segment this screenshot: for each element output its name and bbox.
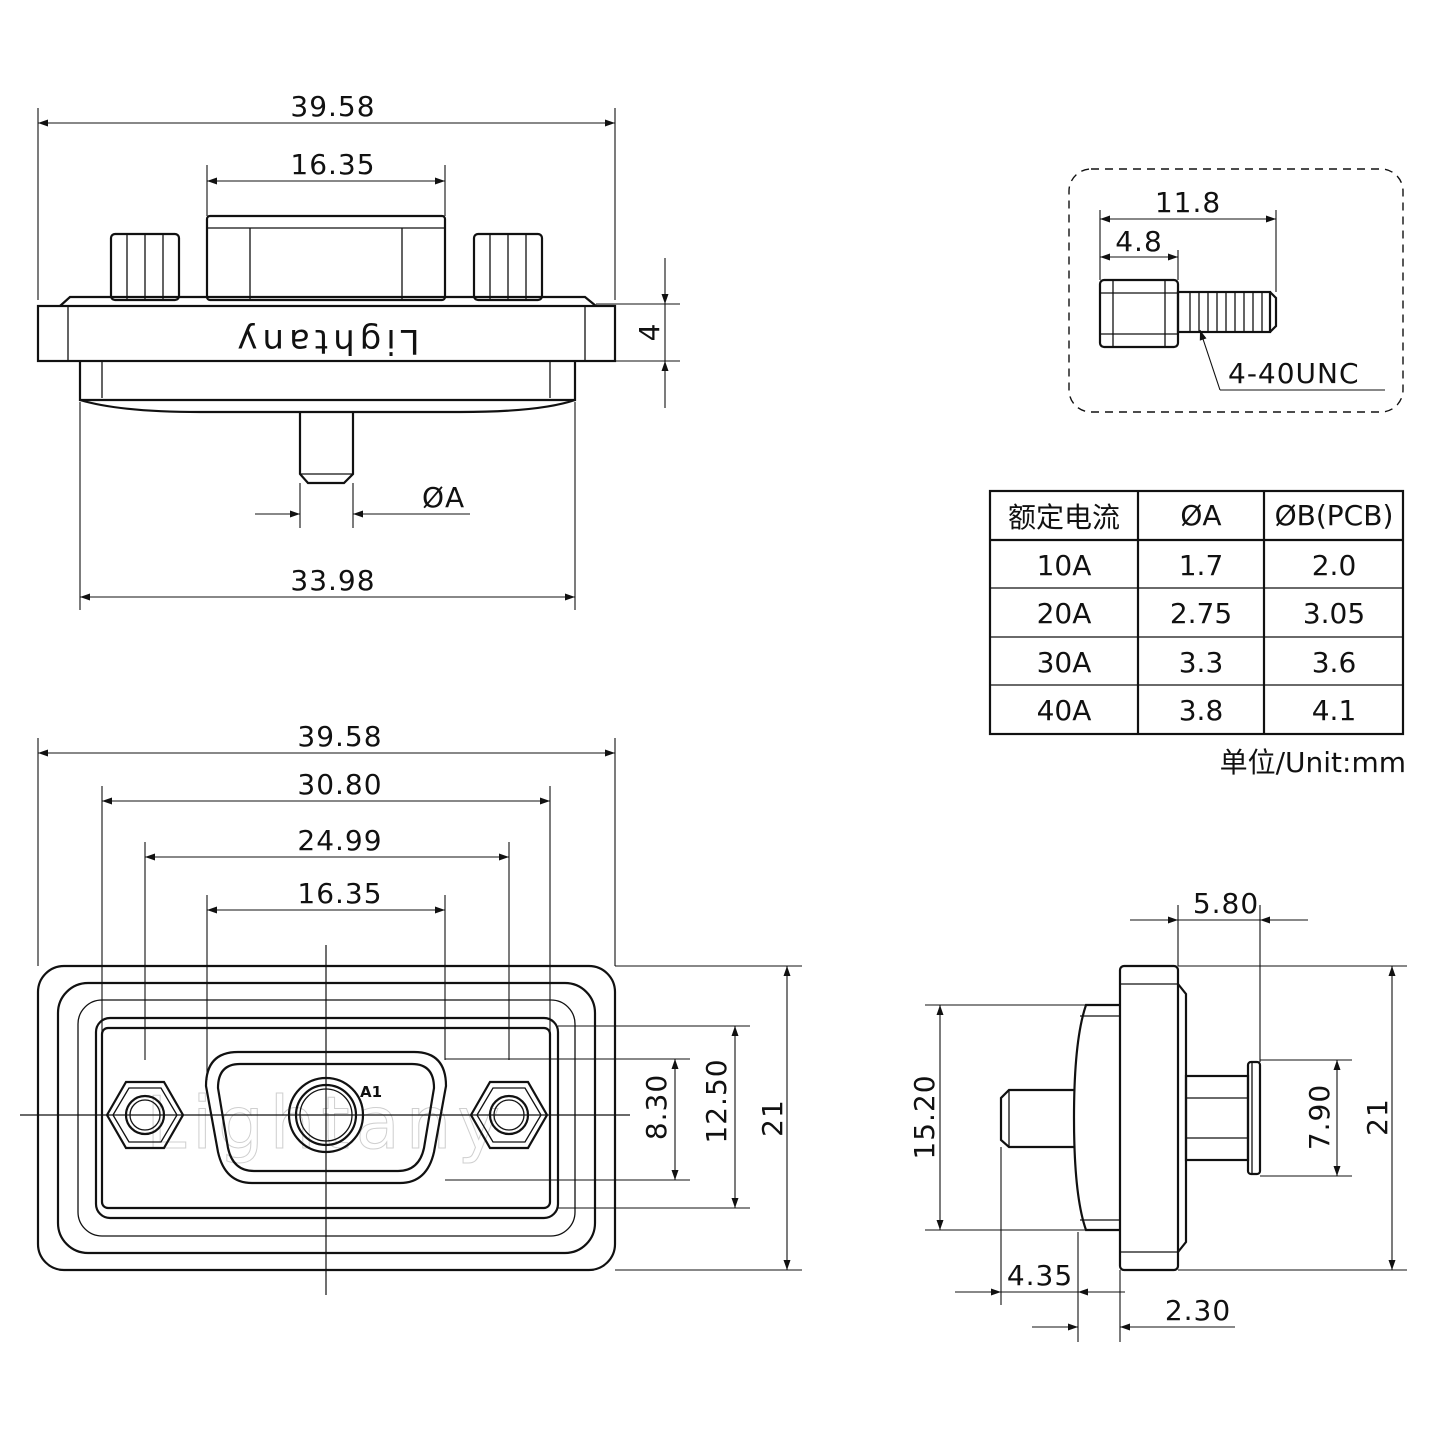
dim-face-overall-height: 21: [756, 1099, 789, 1137]
table-cell: 10A: [1037, 549, 1092, 582]
table-cell: 4.1: [1312, 694, 1357, 727]
dim-front-top-width: 39.58: [290, 90, 375, 123]
dim-side-body-offset: 5.80: [1193, 887, 1259, 920]
screw-hex-length: 4.8: [1115, 225, 1163, 258]
screw-thread-spec: 4-40UNC: [1228, 357, 1360, 390]
table-cell: 30A: [1037, 646, 1092, 679]
table-header-current: 额定电流: [1008, 501, 1120, 534]
dim-face-shell-height: 8.30: [640, 1074, 673, 1140]
dim-face-inner-width: 24.99: [297, 824, 382, 857]
unit-note: 单位/Unit:mm: [1220, 746, 1406, 779]
table-cell: 3.8: [1179, 694, 1224, 727]
current-spec-table: 额定电流 ØA ØB(PCB) 10A 1.7 2.0 20A 2.75 3.0…: [988, 489, 1405, 736]
dim-front-flange-thickness: 4: [633, 323, 666, 342]
dim-face-overall-width: 39.58: [297, 720, 382, 753]
dim-front-pin-diameter: ØA: [422, 481, 465, 514]
table-cell: 2.75: [1170, 597, 1232, 630]
dim-face-shell-width: 16.35: [297, 877, 382, 910]
dim-side-flange-thickness: 2.30: [1165, 1294, 1231, 1327]
dim-side-screw-height: 7.90: [1303, 1084, 1336, 1150]
dim-side-flange-height: 15.20: [908, 1074, 941, 1159]
table-header-diameter-b: ØB(PCB): [1275, 499, 1394, 532]
side-view: 5.80 15.20 7.90 21 4.35 2.30: [908, 887, 1407, 1342]
dim-side-overall-height: 21: [1361, 1098, 1394, 1136]
brand-text-front: Lightany: [232, 321, 419, 361]
screw-detail: 11.8 4.8 4-40UNC: [1068, 168, 1404, 413]
table-cell: 40A: [1037, 694, 1092, 727]
dim-side-pin-length: 4.35: [1007, 1259, 1073, 1292]
face-view: 39.58 30.80 24.99 16.35 Lightany A1: [20, 720, 802, 1295]
dim-front-top-shell: 16.35: [290, 148, 375, 181]
front-view: 39.58 16.35 Lightany: [36, 90, 680, 610]
dim-face-hole-pitch: 30.80: [297, 768, 382, 801]
table-cell: 3.6: [1312, 646, 1357, 679]
pin-label-a1: A1: [360, 1083, 382, 1101]
table-cell: 3.3: [1179, 646, 1224, 679]
table-cell: 1.7: [1179, 549, 1224, 582]
table-cell: 3.05: [1303, 597, 1365, 630]
screw-total-length: 11.8: [1155, 186, 1221, 219]
screw-detail-frame: [1068, 168, 1404, 413]
table-cell: 2.0: [1312, 549, 1357, 582]
table-cell: 20A: [1037, 597, 1092, 630]
table-header-diameter-a: ØA: [1180, 499, 1221, 532]
dim-front-bottom-width: 33.98: [290, 564, 375, 597]
dim-face-inner-height: 12.50: [700, 1058, 733, 1143]
